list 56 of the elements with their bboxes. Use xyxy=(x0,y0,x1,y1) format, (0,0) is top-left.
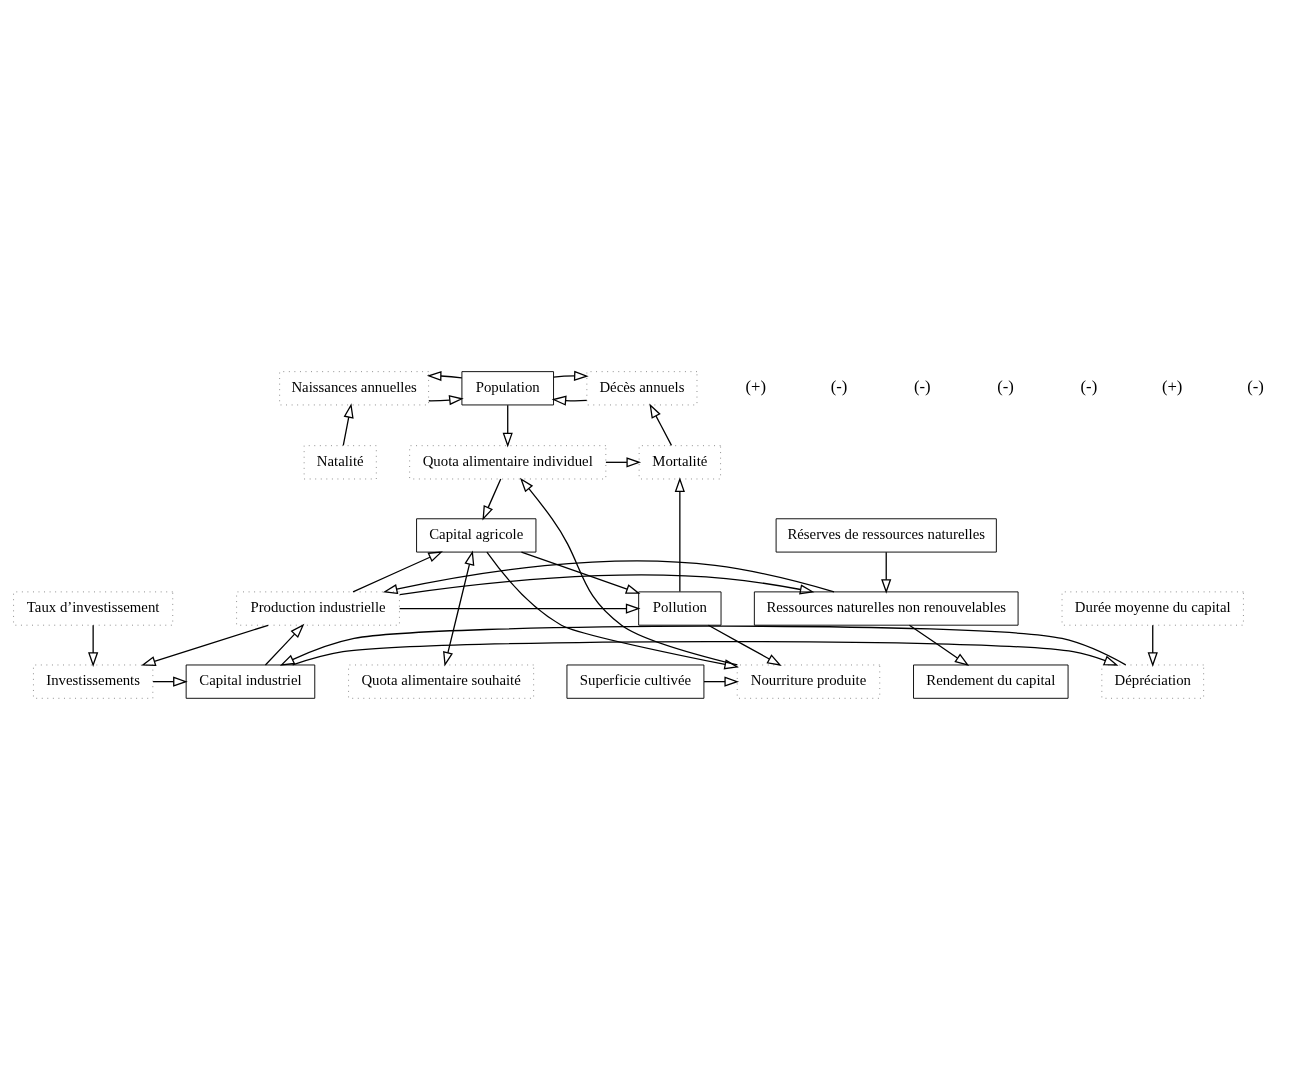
arrow xyxy=(264,623,305,666)
arrow xyxy=(141,624,269,666)
node-box: Capital agricole xyxy=(416,517,537,553)
node-box: Durée moyenne du capital xyxy=(1061,590,1244,626)
node-box: Capital industriel xyxy=(185,664,316,699)
arrow xyxy=(342,402,354,446)
label: (-) xyxy=(1080,376,1098,396)
arrow xyxy=(519,477,739,666)
arrow xyxy=(292,640,1119,666)
arrow xyxy=(881,551,892,594)
arrow xyxy=(382,559,835,594)
node-box: Taux d’investissement xyxy=(13,590,174,626)
node-box: Naissances annuelles xyxy=(279,370,430,405)
arrow xyxy=(88,624,99,667)
label: (+) xyxy=(745,376,766,396)
label: (+) xyxy=(1161,376,1183,396)
arrow xyxy=(551,395,588,406)
arrow xyxy=(428,394,464,405)
node-box: Quota alimentaire individuel xyxy=(409,444,607,479)
arrow xyxy=(502,404,513,447)
arrow xyxy=(486,551,739,669)
arrow xyxy=(520,551,641,594)
label: (-) xyxy=(1247,376,1264,396)
arrow xyxy=(605,456,642,467)
node-box: Pollution xyxy=(638,590,722,626)
label: (-) xyxy=(914,376,931,396)
label: (-) xyxy=(997,376,1014,396)
node-box: Quota alimentaire souhaité xyxy=(348,664,535,699)
arrow xyxy=(482,477,502,521)
arrow xyxy=(703,676,740,687)
node-box: Nourriture produite xyxy=(736,664,881,699)
arrow xyxy=(674,476,685,592)
arrow xyxy=(649,403,673,446)
arrow xyxy=(1147,624,1158,667)
arrow xyxy=(352,550,443,592)
node-box: Dépréciation xyxy=(1101,664,1205,699)
node-box: Réserves de ressources naturelles xyxy=(775,517,997,553)
arrow xyxy=(152,676,188,687)
arrow xyxy=(443,549,475,667)
node-box: Rendement du capital xyxy=(913,664,1069,699)
node-box: Natalité xyxy=(303,444,377,479)
arrow xyxy=(908,624,970,666)
arrow xyxy=(426,370,463,381)
node-box: Décès annuels xyxy=(586,370,698,405)
node-box: Population xyxy=(461,370,554,405)
node-box: Production industrielle xyxy=(236,590,400,626)
label: (-) xyxy=(830,376,848,396)
arrow xyxy=(552,370,589,381)
arrow xyxy=(399,602,641,614)
node-box: Ressources naturelles non renouvelables xyxy=(753,590,1019,626)
node-box: Investissements xyxy=(33,664,154,699)
node-box: Mortalité xyxy=(638,444,722,479)
node-box: Superficie cultivée xyxy=(566,664,705,699)
arrow xyxy=(279,625,1127,666)
arrow xyxy=(707,624,782,666)
arrow xyxy=(399,573,815,595)
